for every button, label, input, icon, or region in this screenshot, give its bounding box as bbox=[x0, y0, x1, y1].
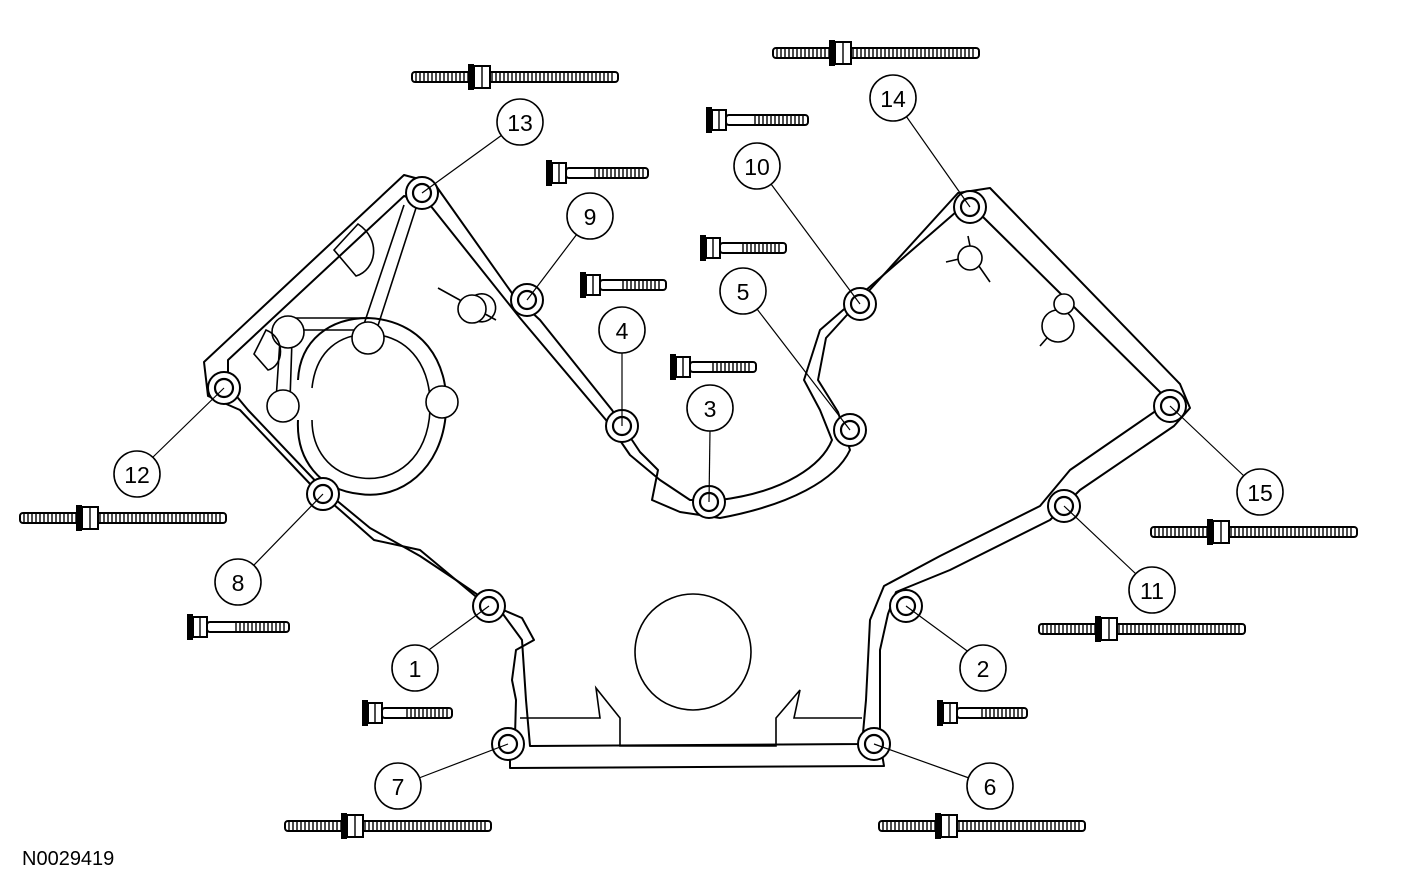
leader-6 bbox=[873, 743, 970, 779]
leader-12 bbox=[151, 387, 225, 459]
cover-inner-edge bbox=[227, 195, 1161, 747]
leader-lines bbox=[151, 115, 1245, 779]
callout-circle bbox=[598, 306, 646, 354]
callout-14: 14 bbox=[869, 74, 917, 122]
callout-12: 12 bbox=[113, 450, 161, 498]
stud-bolt bbox=[772, 40, 980, 66]
callout-number: 12 bbox=[124, 462, 150, 488]
callout-circle bbox=[391, 644, 439, 692]
callout-2: 2 bbox=[959, 644, 1007, 692]
callout-circle bbox=[1236, 468, 1284, 516]
callout-number: 6 bbox=[984, 774, 997, 800]
callout-7: 7 bbox=[374, 762, 422, 810]
callout-number: 1 bbox=[409, 656, 422, 682]
callout-number: 10 bbox=[744, 154, 770, 180]
dowel-left-head bbox=[457, 294, 487, 324]
callout-circle bbox=[719, 267, 767, 315]
boss-left-2 bbox=[351, 321, 385, 355]
callout-number: 2 bbox=[977, 656, 990, 682]
callout-number: 8 bbox=[232, 570, 245, 596]
callout-10: 10 bbox=[733, 142, 781, 190]
flange-bolt bbox=[362, 700, 453, 726]
callout-4: 4 bbox=[598, 306, 646, 354]
flange-bolt bbox=[700, 235, 787, 261]
left-rib bbox=[275, 204, 417, 401]
callout-number: 11 bbox=[1140, 578, 1164, 604]
callout-number: 5 bbox=[737, 279, 750, 305]
dowel-right-lower-top bbox=[1053, 293, 1075, 315]
stud-bolt bbox=[1150, 519, 1358, 545]
cover-outer-edge bbox=[203, 174, 1191, 769]
leader-10 bbox=[770, 183, 861, 305]
callout-15: 15 bbox=[1236, 468, 1284, 516]
leader-11 bbox=[1063, 505, 1137, 575]
callout-circle bbox=[214, 558, 262, 606]
crank-seal-opening bbox=[634, 593, 752, 711]
flange-bolt bbox=[580, 272, 667, 298]
flange-bolt bbox=[706, 107, 809, 133]
callout-circle bbox=[959, 644, 1007, 692]
callout-number: 4 bbox=[616, 318, 629, 344]
callout-circle bbox=[566, 192, 614, 240]
callout-5: 5 bbox=[719, 267, 767, 315]
callout-3: 3 bbox=[686, 384, 734, 432]
dowel-right-upper-head bbox=[957, 245, 983, 271]
flange-bolt bbox=[670, 354, 757, 380]
callout-circle bbox=[686, 384, 734, 432]
flange-bolt bbox=[187, 614, 290, 640]
leader-5 bbox=[756, 308, 851, 431]
callout-number: 13 bbox=[507, 110, 533, 136]
stud-bolts bbox=[19, 40, 1358, 839]
callout-circle bbox=[966, 762, 1014, 810]
callout-13: 13 bbox=[496, 98, 544, 146]
callout-6: 6 bbox=[966, 762, 1014, 810]
callout-circle bbox=[1128, 566, 1176, 614]
flange-bolt bbox=[546, 160, 649, 186]
leader-2 bbox=[905, 605, 971, 654]
stud-bolt bbox=[878, 813, 1086, 839]
callout-8: 8 bbox=[214, 558, 262, 606]
tab-left-1 bbox=[332, 222, 375, 277]
callout-circle bbox=[733, 142, 781, 190]
stud-bolt bbox=[284, 813, 492, 839]
leader-3 bbox=[708, 429, 711, 503]
callout-circle bbox=[496, 98, 544, 146]
leader-13 bbox=[421, 134, 503, 194]
boss-left-1 bbox=[271, 315, 305, 349]
leader-9 bbox=[526, 233, 578, 301]
figure-id: N0029419 bbox=[22, 848, 115, 870]
stud-bolt bbox=[1038, 616, 1246, 642]
callout-11: 11 bbox=[1128, 566, 1176, 614]
callout-number: 15 bbox=[1247, 480, 1273, 506]
callout-number: 3 bbox=[704, 396, 717, 422]
callout-circle bbox=[113, 450, 161, 498]
stud-bolt bbox=[411, 64, 619, 90]
oil-pan-rail bbox=[520, 685, 862, 747]
callout-circle bbox=[869, 74, 917, 122]
callout-9: 9 bbox=[566, 192, 614, 240]
flange-bolt bbox=[937, 700, 1028, 726]
boss-left-4 bbox=[425, 385, 459, 419]
stud-bolt bbox=[19, 505, 227, 531]
callout-number: 9 bbox=[584, 204, 597, 230]
boss-left-3 bbox=[266, 389, 300, 423]
leader-14 bbox=[905, 115, 971, 208]
callout-1: 1 bbox=[391, 644, 439, 692]
leader-15 bbox=[1169, 405, 1245, 477]
flange-bolts bbox=[187, 107, 1028, 726]
leader-7 bbox=[418, 743, 509, 779]
leader-8 bbox=[252, 493, 324, 567]
bolt-holes bbox=[207, 176, 1187, 761]
callout-number: 7 bbox=[392, 774, 405, 800]
water-pump-ring-inner bbox=[311, 333, 431, 480]
front-cover-outline bbox=[203, 174, 1191, 769]
dowel-right-lower-head bbox=[1041, 309, 1075, 343]
tab-left-2 bbox=[253, 328, 282, 371]
callout-number: 14 bbox=[880, 86, 906, 112]
callout-circle bbox=[374, 762, 422, 810]
leader-1 bbox=[425, 605, 490, 653]
